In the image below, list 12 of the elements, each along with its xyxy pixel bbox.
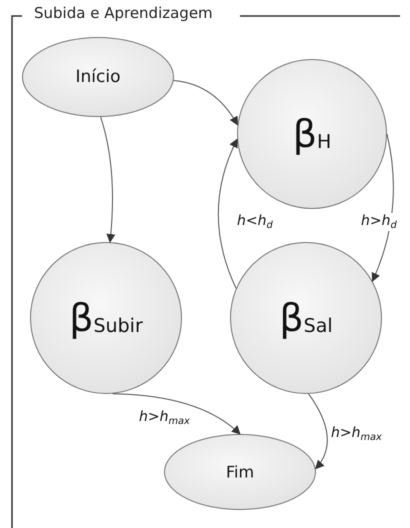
arrow (308, 393, 328, 470)
edge-label: h>h$_{max}$ (138, 409, 191, 427)
arrow (173, 80, 238, 126)
arrow (100, 116, 116, 243)
edge-label: h>h$_{max}$ (330, 425, 383, 443)
arrow (372, 134, 394, 282)
state-label: Início (74, 67, 122, 87)
edge-label: h>h$_{d}$ (360, 213, 398, 231)
arrow (112, 393, 241, 435)
state-label: Fim (224, 462, 256, 482)
arrow (218, 138, 238, 289)
edge-label: h<h$_{d}$ (236, 213, 274, 231)
